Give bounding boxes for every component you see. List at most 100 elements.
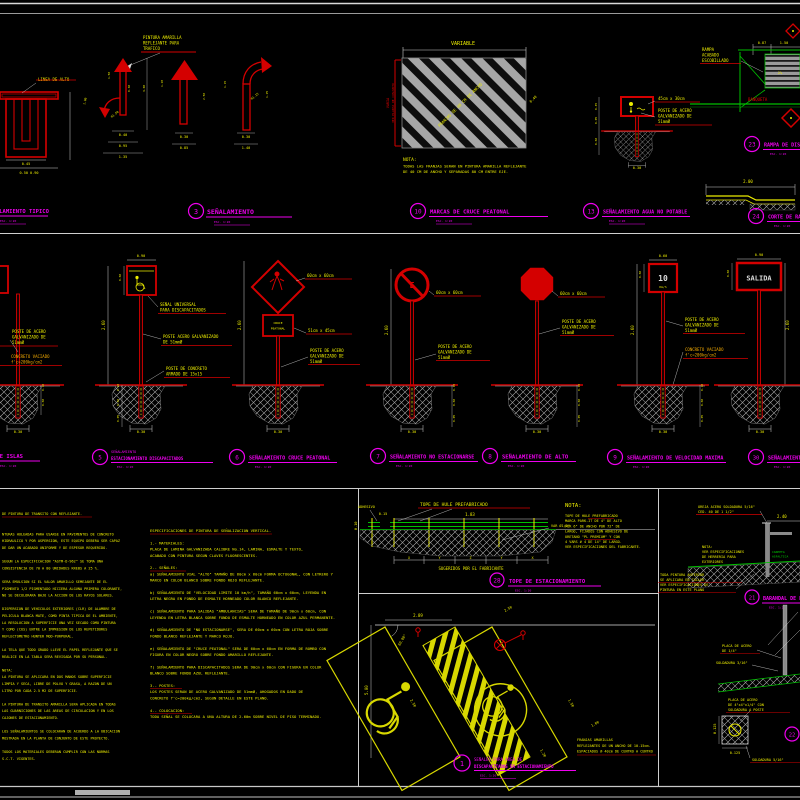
dim-y: Y	[500, 556, 503, 560]
panel-28-tope: TOPE DE HULE PREFABRICADO ADHESIVO 0.15 …	[354, 502, 655, 593]
svg-text:SEÑALAMIENTO DE VELOCIDAD MAXI: SEÑALAMIENTO DE VELOCIDAD MAXIMA	[627, 455, 723, 462]
stall-1	[326, 626, 461, 792]
svg-text:EXTERIORES: EXTERIORES	[702, 560, 723, 564]
arrow-combo: 1.50 0.30 3.00 1.90 R1.50 0.40 0.95 1.35	[82, 58, 148, 159]
svg-text:POSTE DE ACERO: POSTE DE ACERO	[658, 108, 692, 113]
dim-0125-h: 0.125	[730, 751, 741, 755]
svg-text:RAMPA DE DISCAPACITADOS: RAMPA DE DISCAPACITADOS	[764, 143, 800, 149]
svg-text:f) SEÑALAMIENTO PARA DISCAPACI: f) SEÑALAMIENTO PARA DISCAPACITADOS SERA…	[150, 664, 322, 669]
svg-text:51mmØ: 51mmØ	[562, 330, 575, 335]
svg-text:RAMPA: RAMPA	[702, 47, 715, 52]
svg-text:SEÑALAMIENTO: SEÑALAMIENTO	[111, 449, 136, 454]
dim-030: 0.30	[408, 430, 416, 434]
svg-text:a) SEÑALAMIENTO VIAL "ALTO" TA: a) SEÑALAMIENTO VIAL "ALTO" TAMAÑO DE 60…	[150, 571, 334, 576]
dim: 0.45	[594, 103, 598, 110]
title-p3: 3 SEÑALAMIENTO ESC. 1:20	[187, 202, 292, 226]
svg-text:SEÑAL UNIVERSAL: SEÑAL UNIVERSAL	[160, 302, 197, 307]
dim-260: 2.60	[785, 320, 790, 330]
label-tope: TOPE DE HULE PREFABRICADO	[420, 502, 488, 508]
svg-text:ESC. 1:20: ESC. 1:20	[633, 465, 649, 469]
dim-240: 2.40	[777, 514, 787, 519]
dim-045: 0.45	[22, 162, 30, 166]
svg-text:PLACA DE ACERO: PLACA DE ACERO	[722, 644, 752, 648]
svg-text:b) SEÑALAMIENTO DE "VELOCIDAD: b) SEÑALAMIENTO DE "VELOCIDAD LIMITE 10 …	[150, 590, 327, 595]
dim-150: 1.50	[567, 699, 575, 708]
svg-text:c) SEÑALAMIENTO PARA SALIDAS ": c) SEÑALAMIENTO PARA SALIDAS "AMBULANCIA…	[150, 609, 327, 614]
dim: 0.60	[452, 399, 456, 406]
dim-050-090: 0.50 0.90	[20, 171, 39, 175]
svg-text:LA TELA QUE TODO GRADO LLEVE E: LA TELA QUE TODO GRADO LLEVE EL PAPEL RE…	[2, 648, 118, 652]
svg-text:PLACA DE LAMINA GALVANIZADA CA: PLACA DE LAMINA GALVANIZADA CALIBRE No.1…	[150, 547, 303, 552]
svg-text:FONDO BLANCO REFLEJANTE Y MARC: FONDO BLANCO REFLEJANTE Y MARCO ROJO.	[150, 633, 235, 638]
svg-text:SEÑALES PARA AREA DE: SEÑALES PARA AREA DE	[474, 757, 523, 762]
svg-text:21: 21	[749, 596, 756, 602]
water-icon	[629, 102, 633, 106]
svg-text:TODA SEÑAL SE COLOCARA A UNA A: TODA SEÑAL SE COLOCARA A UNA ALTURA DE 2…	[150, 714, 321, 719]
dim-500: 5.00	[364, 685, 369, 695]
svg-text:S.C.T. VIGENTES.: S.C.T. VIGENTES.	[2, 757, 36, 761]
title-p28: 28 TOPE DE ESTACIONAMIENTO ESC. 1:20	[489, 572, 601, 593]
dim-030: 0.30	[756, 430, 764, 434]
spec-left-column: DE PINTURA DE TRANSITO CON REFLEJANTE. N…	[2, 512, 122, 761]
svg-text:f'c=200kg/cm2: f'c=200kg/cm2	[11, 360, 43, 365]
svg-text:DE 51mmØ: DE 51mmØ	[163, 340, 183, 345]
svg-text:3.- POSTES:: 3.- POSTES:	[150, 683, 175, 688]
svg-text:TOPE DE ESTACIONAMIENTO: TOPE DE ESTACIONAMIENTO	[509, 579, 586, 585]
svg-text:ESC. 1:20: ESC. 1:20	[508, 464, 524, 468]
svg-text:ESC. 1:20: ESC. 1:20	[515, 589, 531, 593]
dim-z: Z	[469, 556, 471, 560]
post-embed	[765, 563, 770, 577]
svg-text:BLANCO SOBRE FONDO AZUL REFLEJ: BLANCO SOBRE FONDO AZUL REFLEJANTE.	[150, 671, 230, 676]
sign-salida-text: SALIDA	[746, 275, 772, 283]
svg-text:23: 23	[748, 142, 756, 149]
svg-text:LIMPIA Y SECA, LIBRE DE POLVO: LIMPIA Y SECA, LIBRE DE POLVO Y GRASA, A…	[2, 682, 112, 686]
svg-text:PIGMENTO 1/2 PIGMENTADO HICIER: PIGMENTO 1/2 PIGMENTADO HICIERA ALGUNA P…	[2, 587, 122, 591]
svg-text:LITRO POR CADA 2.5 M2 DE SUPER: LITRO POR CADA 2.5 M2 DE SUPERFICIE.	[2, 689, 78, 693]
svg-text:NOTA:: NOTA:	[702, 545, 713, 549]
dim: 0.60	[638, 271, 642, 278]
svg-text:CARPETA: CARPETA	[772, 550, 785, 554]
svg-text:VER ESPECIFICACIONES: VER ESPECIFICACIONES	[702, 550, 744, 554]
svg-text:FIGURA EN COLOR NEGRO SOBRE FO: FIGURA EN COLOR NEGRO SOBRE FONDO AMARIL…	[150, 652, 273, 657]
label-poste: POSTE ACERO GALVANIZADO DE 51mmØ	[163, 334, 219, 345]
dim-angle: 60.00°	[397, 634, 407, 647]
nota-title: NOTA:	[565, 503, 582, 509]
dim: 0.95	[119, 144, 127, 148]
dim-015: 0.15	[379, 512, 387, 516]
svg-text:POR 6" DE ANCHO POR 72" DE: POR 6" DE ANCHO POR 72" DE	[565, 524, 620, 528]
svg-text:51mmØ: 51mmØ	[12, 340, 25, 345]
label-franjas: FRANJAS AMARILLAS REFLEJANTES DE UN ANCH…	[577, 738, 653, 754]
panel-21-barandal: OREJA ACERO SOLDADURA 5/16" CED. 40 DE 1…	[658, 505, 800, 610]
svg-text:ESC. 1:20: ESC. 1:20	[255, 465, 271, 469]
panel-7-no-estacionarse: E 60cm x 60cm 2.60 POSTE DE ACERO GALVAN…	[365, 267, 490, 468]
svg-text:GALVANIZADO DE: GALVANIZADO DE	[685, 323, 719, 328]
svg-text:ESC. 1:20: ESC. 1:20	[0, 219, 16, 223]
svg-text:1: 1	[460, 760, 464, 768]
svg-text:URETANO "PL PREMIUM" Y CON: URETANO "PL PREMIUM" Y CON	[565, 535, 620, 539]
svg-text:PARA DISCAPACITADOS: PARA DISCAPACITADOS	[160, 308, 206, 313]
dim-030: 0.30	[274, 430, 282, 434]
svg-text:d) SEÑALAMIENTO DE "NO ESTACIO: d) SEÑALAMIENTO DE "NO ESTACIONARSE", SE…	[150, 627, 329, 632]
svg-text:OREJA ACERO SOLDADURA 5/16": OREJA ACERO SOLDADURA 5/16"	[698, 505, 755, 509]
dim: 0.85	[180, 146, 188, 150]
dim: 1.20	[160, 80, 164, 87]
svg-text:SEÑALAMIENTO AGUA NO POTABLE: SEÑALAMIENTO AGUA NO POTABLE	[603, 209, 687, 216]
svg-text:ESC. 1:20: ESC. 1:20	[774, 224, 790, 228]
svg-text:ESC. 1:20: ESC. 1:20	[770, 152, 786, 156]
dim-183: 1.83	[465, 512, 475, 517]
svg-text:TODA PINTURA ANTERIOR: TODA PINTURA ANTERIOR	[660, 573, 705, 577]
plaque-line1: CRUCE	[273, 321, 282, 325]
label-concreto: CONCRETO VACIADO f'c=200kg/cm2	[11, 354, 50, 365]
crosswalk-hatch	[401, 57, 527, 149]
svg-text:30: 30	[753, 456, 760, 462]
svg-text:10: 10	[414, 209, 422, 216]
dim: 0.60	[41, 399, 45, 406]
dim-100: 1.00	[591, 720, 600, 728]
ramp-surface	[764, 53, 800, 89]
svg-text:PLACA DE ACERO: PLACA DE ACERO	[728, 698, 758, 702]
svg-text:ESC. 1:20: ESC. 1:20	[436, 219, 452, 223]
